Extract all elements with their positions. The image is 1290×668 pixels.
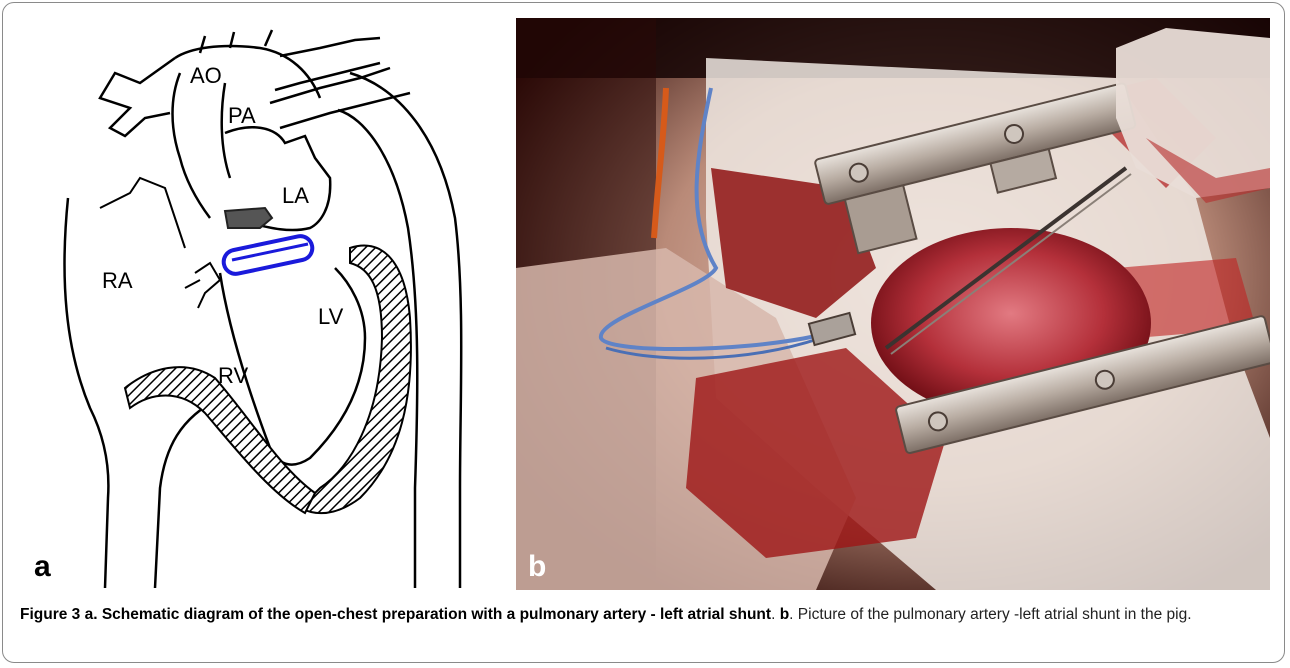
label-ra: RA: [102, 268, 133, 293]
heart-schematic: AO PA LA RA LV RV: [20, 18, 496, 590]
caption-a-text: . Schematic diagram of the open-chest pr…: [93, 606, 771, 623]
caption-separator: .: [771, 606, 780, 623]
panel-b-letter: b: [528, 552, 546, 582]
figure-label: Figure 3: [20, 606, 80, 623]
label-la: LA: [282, 183, 309, 208]
label-lv: LV: [318, 304, 344, 329]
caption-b-letter: b: [780, 606, 789, 623]
pa-la-shunt: [221, 234, 314, 276]
figure-caption: Figure 3 a. Schematic diagram of the ope…: [20, 604, 1270, 626]
panel-b-photo: b: [516, 18, 1270, 590]
surgical-photo: [516, 18, 1270, 590]
label-pa: PA: [228, 103, 256, 128]
pa-branch-right: [270, 68, 410, 128]
lv-wall-hatched: [300, 246, 411, 514]
pa-clamp: [225, 208, 272, 228]
label-ao: AO: [190, 63, 222, 88]
panel-a-schematic: AO PA LA RA LV RV a: [20, 18, 496, 590]
panel-a-letter: a: [34, 552, 51, 582]
aortic-branches-left: [100, 58, 175, 136]
caption-b-text: . Picture of the pulmonary artery -left …: [789, 606, 1191, 623]
rv-wall-hatched: [125, 367, 315, 513]
label-rv: RV: [218, 363, 248, 388]
caption-a-letter: a: [85, 606, 94, 623]
